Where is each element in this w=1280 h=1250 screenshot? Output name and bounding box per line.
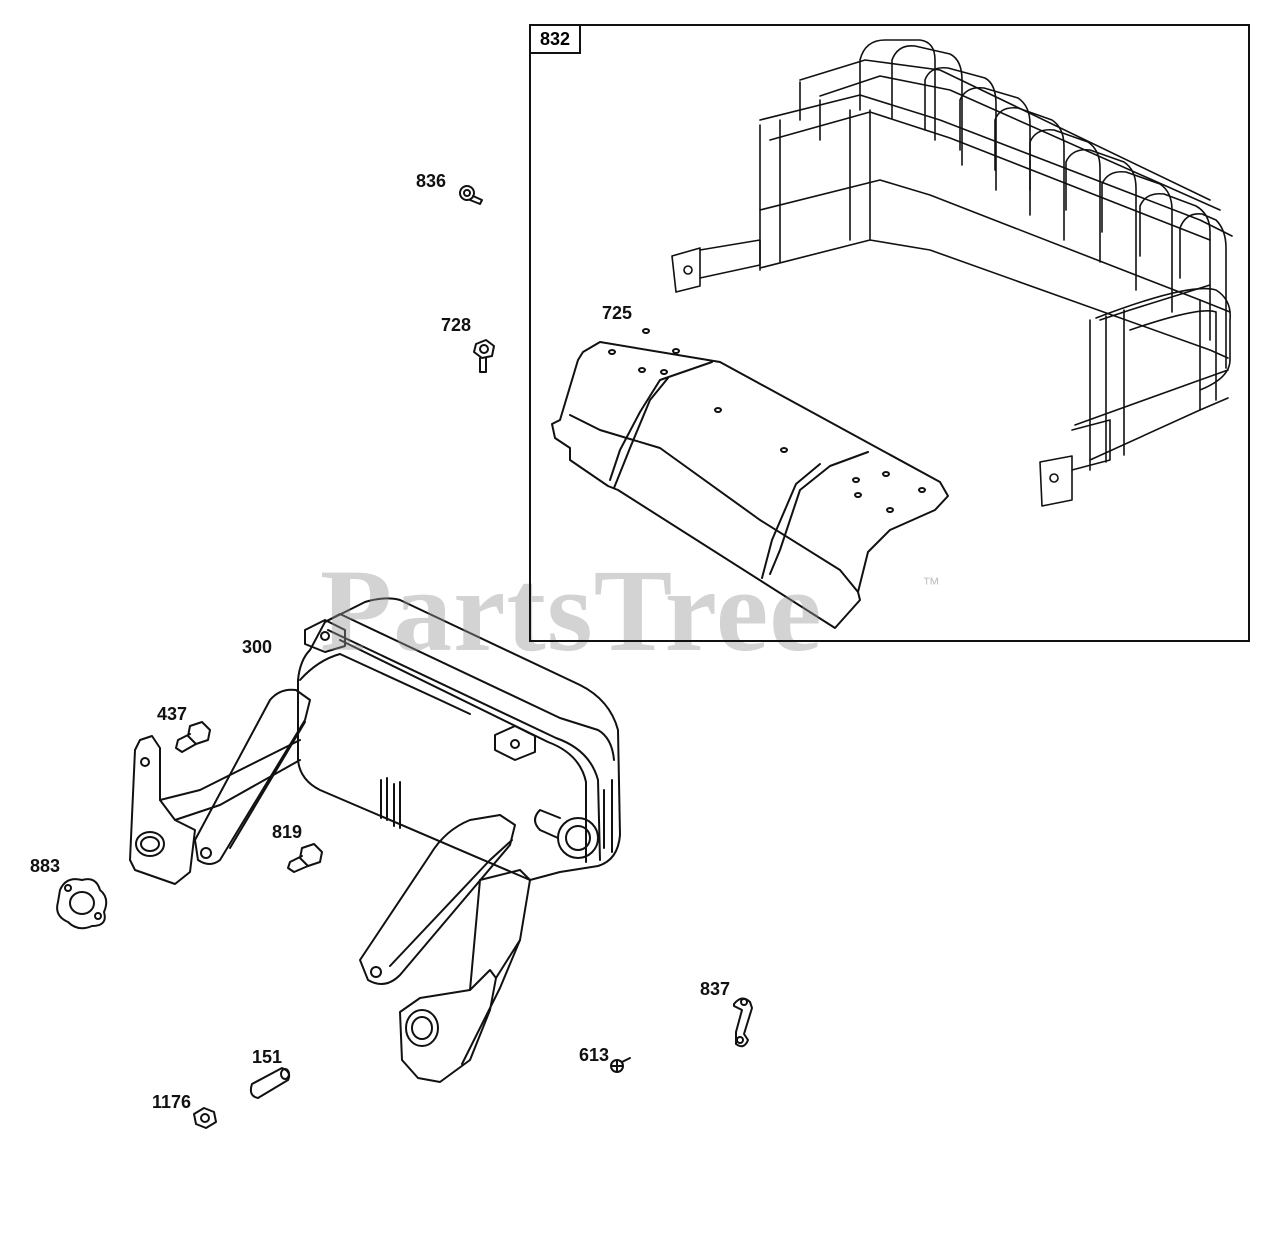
- callout-837[interactable]: 837: [700, 979, 731, 999]
- callout-832[interactable]: 832: [529, 24, 581, 54]
- part-883-gasket[interactable]: [56, 878, 108, 930]
- part-836-screw[interactable]: [459, 185, 483, 205]
- callout-437[interactable]: 437: [157, 704, 188, 724]
- trademark-symbol: ™: [922, 574, 940, 594]
- part-832-wire-guard[interactable]: [671, 39, 1233, 507]
- part-819-bolt[interactable]: [287, 843, 323, 873]
- watermark-text: PartsTree: [320, 545, 823, 676]
- assembly-832-frame: [529, 24, 1250, 642]
- callout-300[interactable]: 300: [242, 637, 273, 657]
- part-725-heat-shield[interactable]: [551, 328, 949, 629]
- part-837-clip[interactable]: [733, 997, 753, 1048]
- part-437-bolt[interactable]: [175, 721, 211, 753]
- callout-151[interactable]: 151: [252, 1047, 283, 1067]
- part-613-screw[interactable]: [610, 1057, 631, 1073]
- callout-883[interactable]: 883: [30, 856, 61, 876]
- callout-1176[interactable]: 1176: [152, 1092, 192, 1112]
- callout-836[interactable]: 836: [416, 171, 447, 191]
- callout-613[interactable]: 613: [579, 1045, 610, 1065]
- part-728-bolt[interactable]: [473, 339, 495, 373]
- part-151-pin[interactable]: [249, 1067, 291, 1099]
- callout-725[interactable]: 725: [602, 303, 633, 323]
- part-300-muffler[interactable]: [129, 597, 621, 1083]
- part-1176-nut[interactable]: [193, 1107, 217, 1129]
- callout-819[interactable]: 819: [272, 822, 303, 842]
- callout-728[interactable]: 728: [441, 315, 472, 335]
